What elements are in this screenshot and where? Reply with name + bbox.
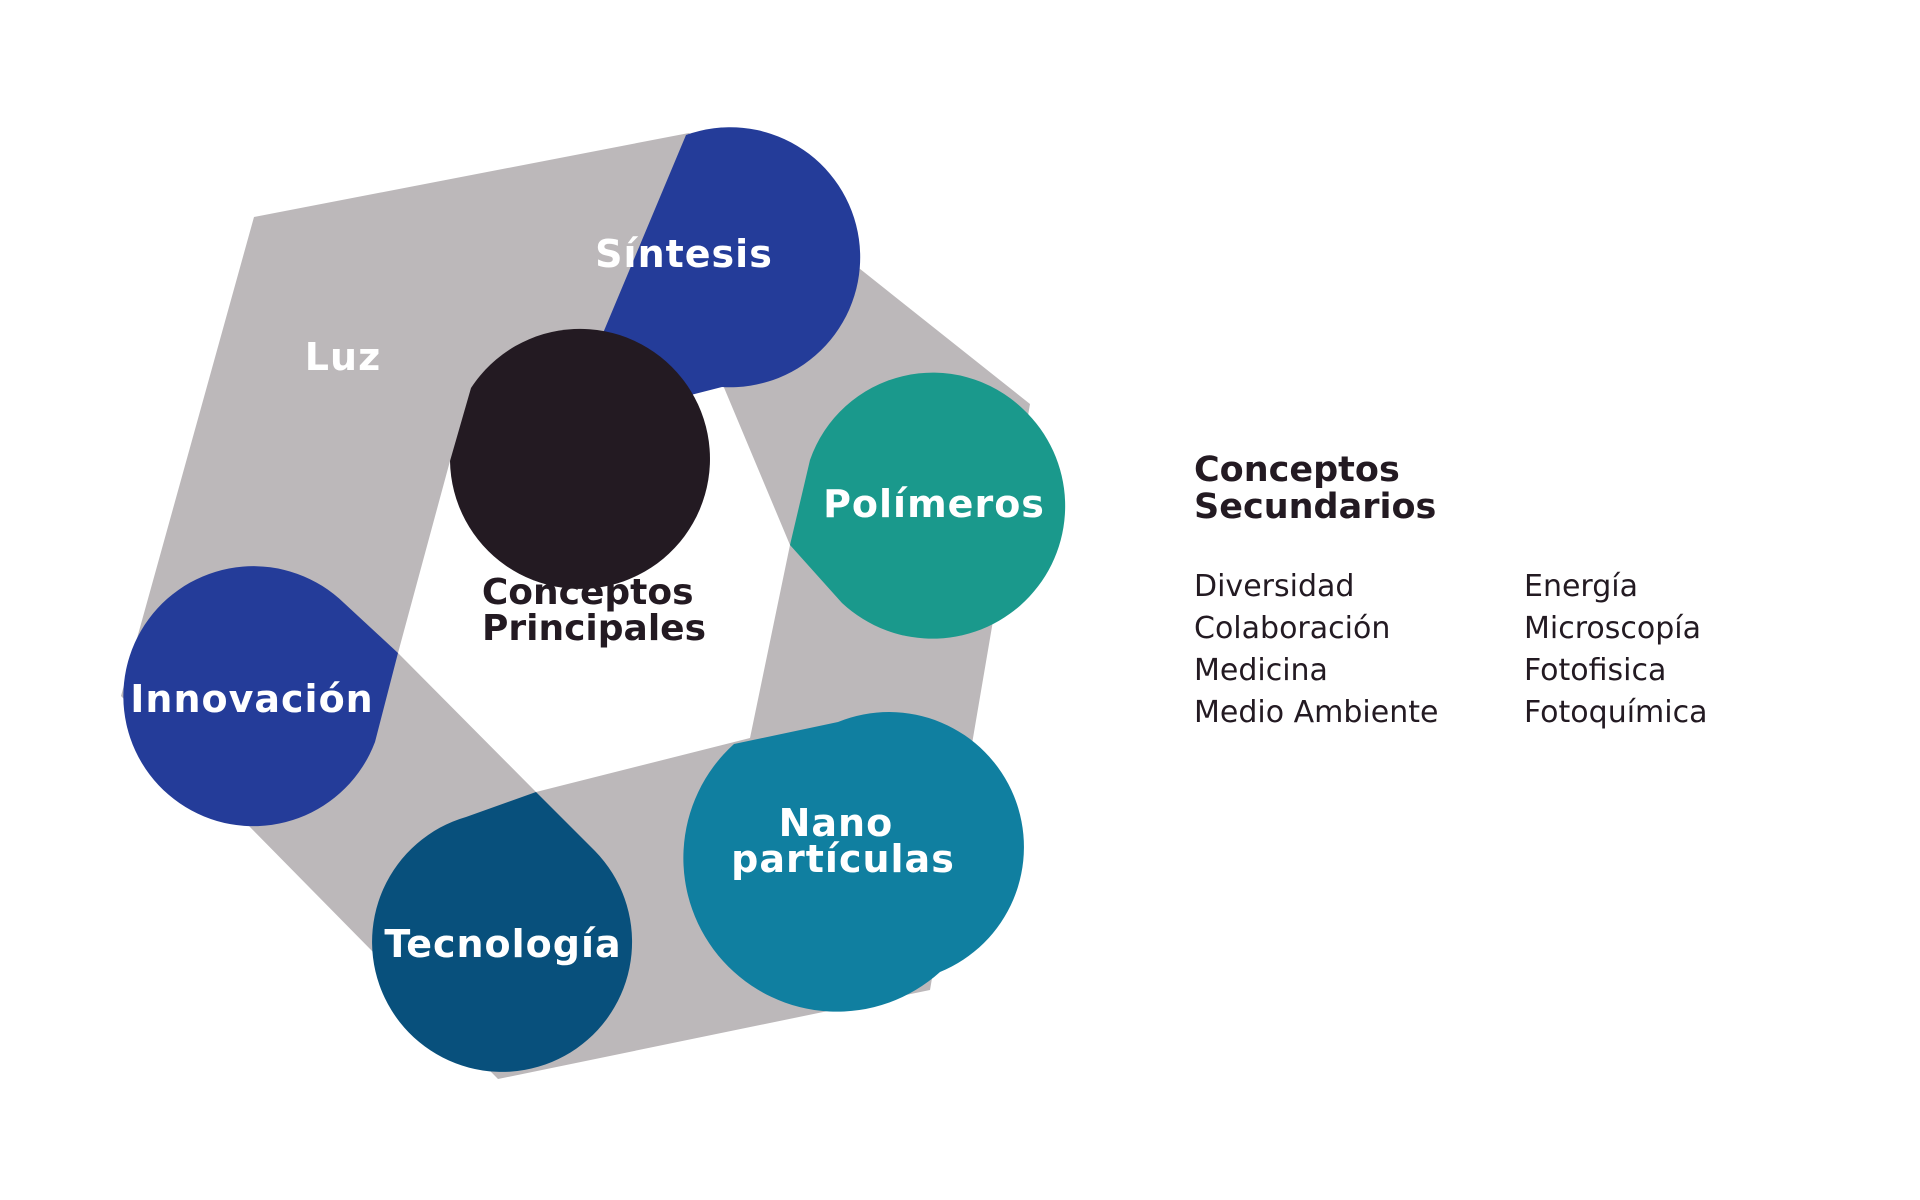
secondary-list-right: Energía Microscopía Fotofisica Fotoquími… — [1524, 566, 1708, 734]
secondary-concept: Fotofisica — [1524, 653, 1667, 688]
node-label-sintesis: Síntesis — [595, 232, 773, 276]
secondary-concept: Microscopía — [1524, 611, 1701, 646]
concept-node-sintesis: Síntesis — [593, 127, 861, 408]
secondary-concept: Colaboración — [1194, 611, 1391, 646]
secondary-concept: Energía — [1524, 569, 1638, 604]
node-label-polimeros: Polímeros — [823, 482, 1045, 526]
node-label-luz: Luz — [305, 335, 381, 379]
secondary-concept: Medicina — [1194, 653, 1328, 688]
node-label-nanoparticulas: Nano partículas — [731, 801, 955, 881]
concept-node-tecnologia: Tecnología — [372, 792, 633, 1072]
concept-node-nanoparticulas: Nano partículas — [683, 712, 1024, 1012]
concept-node-luz: Luz — [305, 328, 710, 589]
center-title: Conceptos Principales — [482, 572, 706, 649]
secondary-concept: Diversidad — [1194, 569, 1355, 604]
secondary-concepts-panel: Conceptos Secundarios Diversidad Colabor… — [1194, 452, 1754, 734]
secondary-title-line: Conceptos — [1194, 450, 1400, 490]
node-label-innovacion: Innovación — [130, 677, 373, 721]
node-label-tecnologia: Tecnología — [384, 922, 621, 966]
concept-node-innovacion: Innovación — [123, 566, 398, 827]
secondary-list-left: Diversidad Colaboración Medicina Medio A… — [1194, 566, 1524, 734]
secondary-concept: Medio Ambiente — [1194, 695, 1439, 730]
secondary-concepts-title: Conceptos Secundarios — [1194, 452, 1754, 526]
secondary-title-line: Secundarios — [1194, 487, 1437, 527]
concept-node-polimeros: Polímeros — [790, 372, 1066, 639]
secondary-concepts-columns: Diversidad Colaboración Medicina Medio A… — [1194, 566, 1754, 734]
secondary-concept: Fotoquímica — [1524, 695, 1708, 730]
